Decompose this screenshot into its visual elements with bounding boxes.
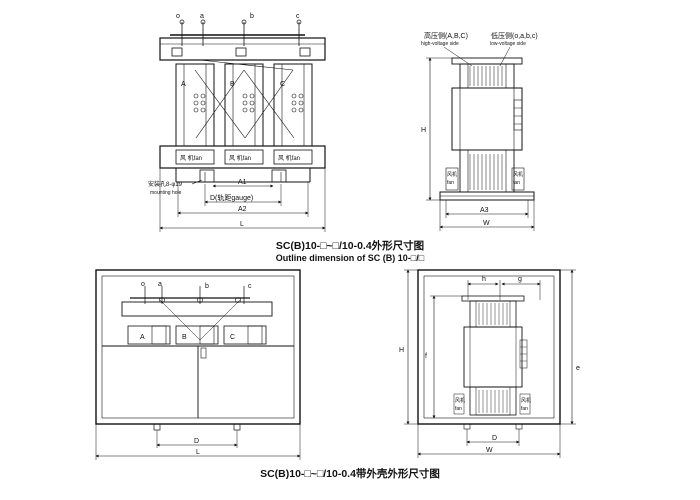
fan-label-2: 风 机fan	[229, 154, 251, 162]
enc-terminal-o: o	[141, 281, 145, 288]
hv-side-en: high-voltage side	[421, 41, 459, 47]
enclosure-side-view: h g 风机 fan 风机 fan H f	[399, 269, 580, 458]
enc-fan-en-right: fan	[521, 406, 528, 412]
caption-outline-en: Outline dimension of SC (B) 10-□/□	[275, 253, 425, 263]
dim-d-gauge: D(轨距gauge)	[210, 193, 253, 202]
enc-side-dim-h-small: h	[482, 276, 486, 283]
phase-label-c: C	[280, 81, 285, 88]
side-fan-cn-right: 风机	[513, 171, 523, 178]
enc-side-dim-h: H	[399, 347, 404, 354]
enc-side-dim-g: g	[518, 276, 522, 283]
fan-label-3: 风 机fan	[278, 154, 300, 162]
enc-side-dim-e: e	[576, 365, 580, 372]
dim-a1: A1	[238, 179, 247, 186]
hv-side-cn: 高压侧(A,B,C)	[424, 31, 468, 40]
enc-fan-cn-right: 风机	[521, 397, 531, 404]
enc-phase-b: B	[182, 334, 187, 341]
side-fan-cn-left: 风机	[447, 171, 457, 178]
enc-side-dim-d: D	[492, 435, 497, 442]
terminal-label-a: a	[200, 13, 204, 20]
side-view: 高压侧(A,B,C) high-voltage side 低压侧(o,a,b,c…	[421, 31, 538, 231]
enc-phase-c: C	[230, 334, 235, 341]
mounting-hole-en: mounting hole	[150, 190, 182, 196]
enc-terminal-b: b	[205, 283, 209, 290]
mounting-hole-cn: 安装孔8-φ19	[148, 180, 183, 188]
dim-l: L	[240, 221, 244, 228]
terminal-label-b: b	[250, 13, 254, 20]
enc-fan-en-left: fan	[455, 406, 462, 412]
fan-label-1: 风 机fan	[180, 154, 202, 162]
lv-side-cn: 低压侧(o,a,b,c)	[491, 31, 538, 40]
side-dim-a3: A3	[480, 207, 489, 214]
lv-side-en: low-voltage side	[490, 41, 526, 47]
terminal-label-c: c	[296, 13, 300, 20]
enc-terminal-c: c	[248, 283, 252, 290]
side-dim-w: W	[483, 220, 490, 227]
enc-dim-d: D	[194, 438, 199, 445]
side-dim-h: H	[421, 127, 426, 134]
caption-outline-cn: SC(B)10-□~□/10-0.4外形尺寸图	[275, 240, 425, 252]
enc-dim-l: L	[196, 449, 200, 456]
enc-side-dim-f: f	[425, 353, 427, 360]
side-fan-en-left: fan	[447, 180, 454, 186]
enc-terminal-a: a	[158, 281, 162, 288]
enc-fan-cn-left: 风机	[455, 397, 465, 404]
dim-a2: A2	[238, 206, 247, 213]
phase-label-a: A	[181, 81, 186, 88]
enc-phase-a: A	[140, 334, 145, 341]
side-fan-en-right: fan	[513, 180, 520, 186]
caption-enclosure-cn: SC(B)10-□~□/10-0.4带外壳外形尺寸图	[260, 468, 440, 480]
terminal-label-o: o	[176, 13, 180, 20]
enclosure-front-view: o a b c A B C D L	[95, 269, 301, 460]
phase-label-b: B	[230, 81, 235, 88]
front-view: o a b c A B	[148, 13, 326, 232]
enc-side-dim-w: W	[486, 447, 493, 454]
